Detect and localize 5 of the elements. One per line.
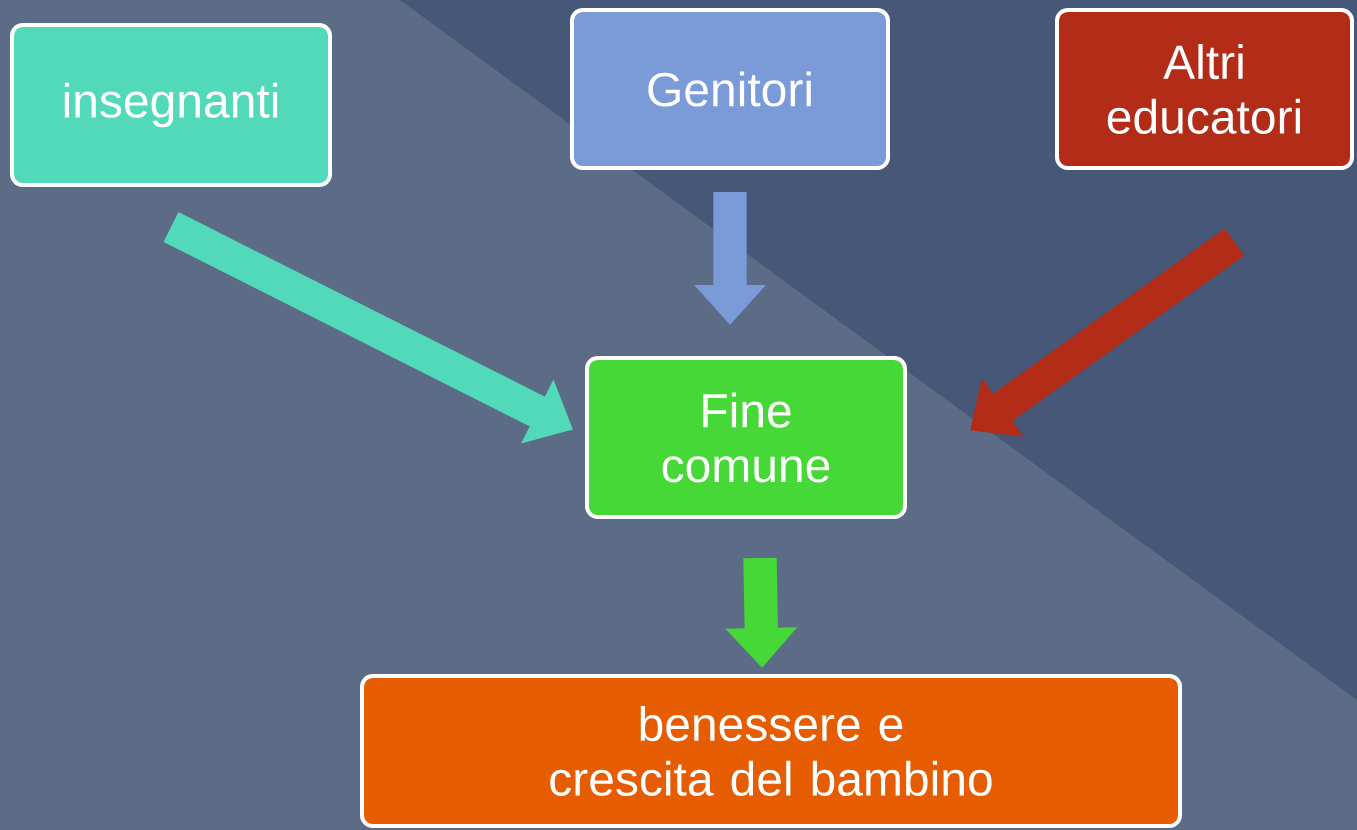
process-box: Fine comune [585,356,907,519]
process-box: Altri educatori [1055,8,1354,170]
process-box: Genitori [570,8,890,170]
process-box: insegnanti [10,23,332,187]
process-box: benessere e crescita del bambino [360,674,1182,828]
